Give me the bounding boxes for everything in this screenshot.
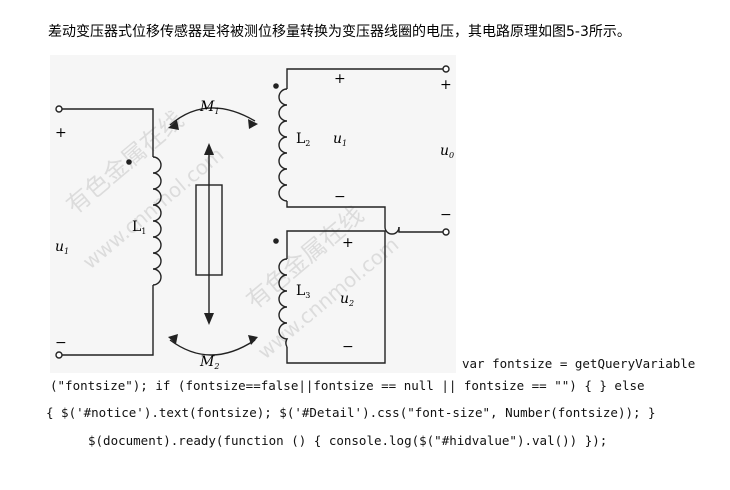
page-heading: 差动变压器式位移传感器是将被测位移量转换为变压器线圈的电压，其电路原理如图5-3… — [48, 24, 631, 40]
svg-text:L1: L1 — [132, 219, 146, 236]
svg-text:+: + — [55, 125, 67, 141]
svg-text:u1: u1 — [333, 131, 347, 148]
arc-arrow — [168, 334, 178, 344]
secondary-series-wire — [286, 201, 386, 227]
svg-text:+: + — [342, 235, 354, 251]
svg-text:u2: u2 — [340, 291, 354, 308]
svg-text:−: − — [440, 207, 452, 223]
secondary-top-wire — [286, 68, 443, 89]
polarity-dot-L1 — [126, 159, 132, 165]
arc-arrow — [248, 335, 258, 345]
polarity-dot-L3 — [273, 238, 279, 244]
mutual-arc-M1 — [169, 107, 256, 126]
arc-arrow — [168, 120, 179, 130]
core-arrow-up — [204, 143, 214, 155]
secondary-bottom-loop — [286, 230, 386, 364]
primary-wire-bottom — [62, 293, 154, 356]
arc-arrow — [248, 119, 258, 129]
svg-text:+: + — [440, 77, 452, 93]
code-line-2: ("fontsize"); if (fontsize==false||fonts… — [50, 378, 645, 393]
svg-text:−: − — [334, 189, 346, 205]
svg-text:u1: u1 — [55, 239, 69, 256]
svg-text:M2: M2 — [199, 354, 219, 371]
core-arrow-down — [204, 313, 214, 325]
coil-L1 — [152, 156, 162, 286]
output-terminal-bottom — [442, 228, 450, 236]
svg-text:L2: L2 — [296, 131, 310, 148]
output-terminal-top — [442, 65, 450, 73]
input-terminal-bottom — [55, 351, 63, 359]
code-line-3: { $('#notice').text(fontsize); $('#Detai… — [46, 405, 656, 420]
code-line-1: var fontsize = getQueryVariable — [462, 356, 696, 371]
svg-text:+: + — [334, 71, 346, 87]
diagram-labels: + − u1 L1 M1 M2 L2 L3 u1 u2 u0 + − + − +… — [55, 71, 454, 371]
secondary-output-wire — [398, 227, 443, 233]
svg-text:u0: u0 — [440, 143, 454, 160]
polarity-dot-L2 — [273, 83, 279, 89]
svg-text:L3: L3 — [296, 283, 310, 300]
svg-text:−: − — [55, 335, 67, 351]
svg-text:−: − — [342, 339, 354, 355]
coil-L3 — [278, 258, 289, 348]
mutual-arc-M2 — [169, 339, 256, 356]
input-terminal-top — [55, 105, 63, 113]
svg-text:www.cnnmol.com: www.cnnmol.com — [78, 142, 228, 274]
primary-wire-top — [62, 108, 154, 157]
circuit-figure: 有色金属在线 www.cnnmol.com 有色金属在线 www.cnnmol.… — [50, 55, 456, 373]
svg-text:M1: M1 — [199, 99, 219, 116]
differential-transformer-diagram: 有色金属在线 www.cnnmol.com 有色金属在线 www.cnnmol.… — [55, 65, 454, 371]
coil-L2 — [278, 88, 288, 202]
code-line-4: $(document).ready(function () { console.… — [88, 433, 608, 448]
